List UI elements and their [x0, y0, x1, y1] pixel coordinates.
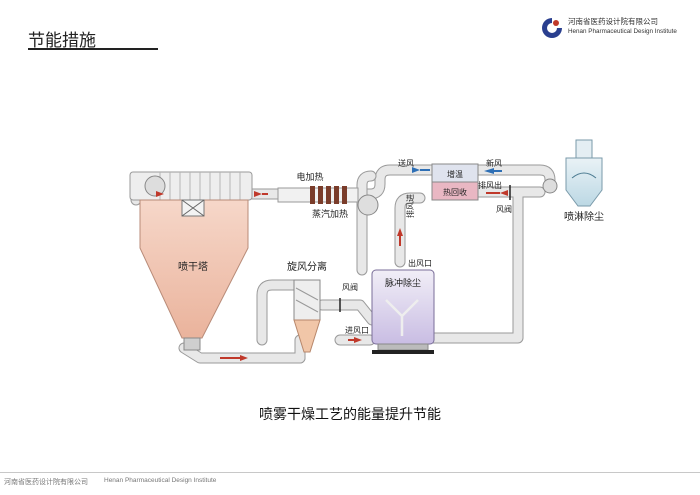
fresh-air-arrow: [484, 168, 494, 174]
footer-divider: [0, 472, 700, 473]
exhaust-in-label: 排风进: [405, 194, 415, 218]
flow-arrow: [254, 191, 262, 197]
footer-company-cn: 河南省医药设计院有限公司: [4, 478, 88, 486]
electric-heater: [277, 186, 379, 216]
fresh-air-label: 新风: [486, 158, 502, 168]
air-valve-right-label: 风阀: [496, 205, 512, 214]
heat-recovery-unit: [431, 163, 479, 201]
flow-arrow: [354, 337, 362, 343]
diagram-caption: 喷雾干燥工艺的能量提升节能: [259, 407, 441, 423]
cyclone-separator: [293, 279, 321, 353]
tower-top-duct: [129, 171, 253, 201]
send-air-label: 送风: [398, 158, 414, 168]
page-title: 节能措施: [28, 31, 96, 51]
hpdi-logo-icon: [542, 18, 562, 38]
heat-recovery-label: 热回收: [443, 187, 467, 197]
pulse-dust-collector: [371, 269, 435, 354]
logo-name-cn: 河南省医药设计院有限公司: [568, 17, 658, 26]
flow-arrow: [397, 228, 403, 236]
steam-heating-label: 蒸汽加热: [312, 208, 348, 220]
duct-network: [130, 164, 556, 364]
heating-up-label: 增温: [447, 169, 463, 179]
electric-heating-label: 电加热: [296, 171, 323, 183]
company-logo: 河南省医药设计院有限公司 Henan Pharmaceutical Design…: [540, 14, 700, 44]
flow-arrow: [156, 191, 164, 197]
title-underline: [28, 48, 158, 50]
air-outlet-label: 出风口: [408, 258, 432, 268]
spray-tower-label: 喷干塔: [178, 260, 208, 273]
spray-dust-collector: [542, 139, 603, 207]
logo-name-en: Henan Pharmaceutical Design Institute: [568, 28, 677, 35]
spray-dust-label: 喷淋除尘: [564, 210, 604, 223]
flow-arrow: [240, 355, 248, 361]
air-inlet-label: 进风口: [345, 326, 369, 335]
spray-drying-diagram: 喷干塔 电加热 蒸汽加热 增温 热回收 送风 新风 排风出 排风进 风阀 喷淋除…: [129, 139, 604, 364]
fresh-air-arrow: [412, 167, 420, 173]
spray-tower: [139, 199, 249, 351]
air-valve-left-label: 风阀: [342, 283, 358, 292]
flow-arrows: [156, 167, 508, 361]
exhaust-out-label: 排风出: [478, 180, 502, 190]
pulse-dust-label: 脉冲除尘: [385, 277, 421, 289]
footer-company-en: Henan Pharmaceutical Design Institute: [104, 477, 217, 484]
flow-arrow: [500, 190, 508, 196]
cyclone-label: 旋风分离: [287, 260, 327, 273]
